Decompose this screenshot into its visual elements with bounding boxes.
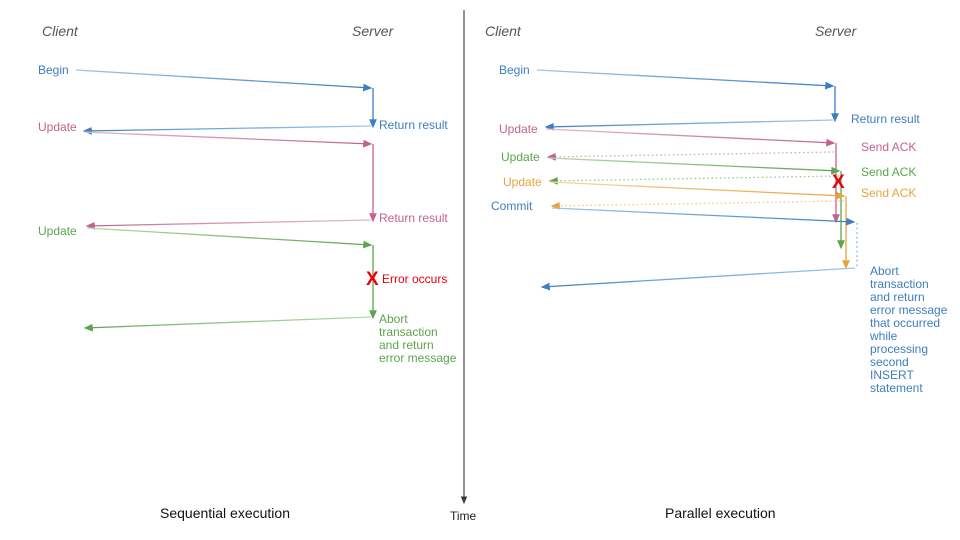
parallel-client-label-update-2: Update: [501, 150, 540, 164]
arrow-update-1-request: [83, 131, 373, 148]
sequential-client-label-update-2: Update: [38, 224, 77, 238]
arrow-ack-1: [546, 151, 835, 161]
arrow-update-2-request-p: [547, 157, 841, 175]
sequential-server-label-return-result-2: Return result: [379, 211, 448, 225]
arrow-commit-request: [551, 207, 856, 226]
sequential-server-label-error-occurs: Error occurs: [382, 272, 448, 286]
parallel-server-actor: Server: [815, 23, 857, 39]
sequential-flow: [75, 69, 377, 332]
time-axis-label: Time: [450, 509, 477, 523]
parallel-server-label-send-ack-3: Send ACK: [861, 186, 917, 200]
parallel-server-label-send-ack-1: Send ACK: [861, 140, 917, 154]
sequential-server-actor: Server: [352, 23, 394, 39]
parallel-server-label-abort: Abort transaction and return error messa…: [870, 264, 948, 395]
parallel-client-label-begin: Begin: [499, 63, 530, 77]
sequential-caption: Sequential execution: [160, 505, 290, 521]
sequential-error-x-icon: X: [366, 269, 379, 290]
sequential-client-label-update-1: Update: [38, 120, 77, 134]
arrow-begin-request-p: [536, 69, 835, 90]
arrow-ack-3: [550, 200, 845, 210]
arrow-abort-return-p: [540, 267, 856, 291]
parallel-error-x-icon: X: [832, 172, 845, 193]
parallel-client-label-update-1: Update: [499, 122, 538, 136]
sequential-server-label-return-result-1: Return result: [379, 118, 448, 132]
parallel-server-label-send-ack-2: Send ACK: [861, 165, 917, 179]
arrow-return-result-2: [85, 219, 372, 230]
parallel-server-label-return-result: Return result: [851, 112, 920, 126]
parallel-client-label-commit: Commit: [491, 199, 533, 213]
sequential-client-actor: Client: [42, 23, 78, 39]
parallel-flow: [536, 69, 858, 291]
arrow-begin-request: [75, 69, 373, 92]
parallel-caption: Parallel execution: [665, 505, 776, 521]
sequential-server-label-abort: Abort transaction and return error messa…: [379, 312, 457, 365]
arrow-return-result-p: [544, 119, 834, 131]
arrow-update-2-request: [86, 227, 373, 249]
arrow-update-3-request-p: [549, 181, 846, 200]
arrow-ack-2: [548, 175, 840, 185]
arrow-return-result-1: [82, 125, 372, 135]
arrow-abort-return: [83, 316, 372, 332]
sequential-client-label-begin: Begin: [38, 63, 69, 77]
parallel-client-label-update-3: Update: [503, 175, 542, 189]
arrow-update-1-request-p: [545, 128, 836, 147]
parallel-client-actor: Client: [485, 23, 521, 39]
